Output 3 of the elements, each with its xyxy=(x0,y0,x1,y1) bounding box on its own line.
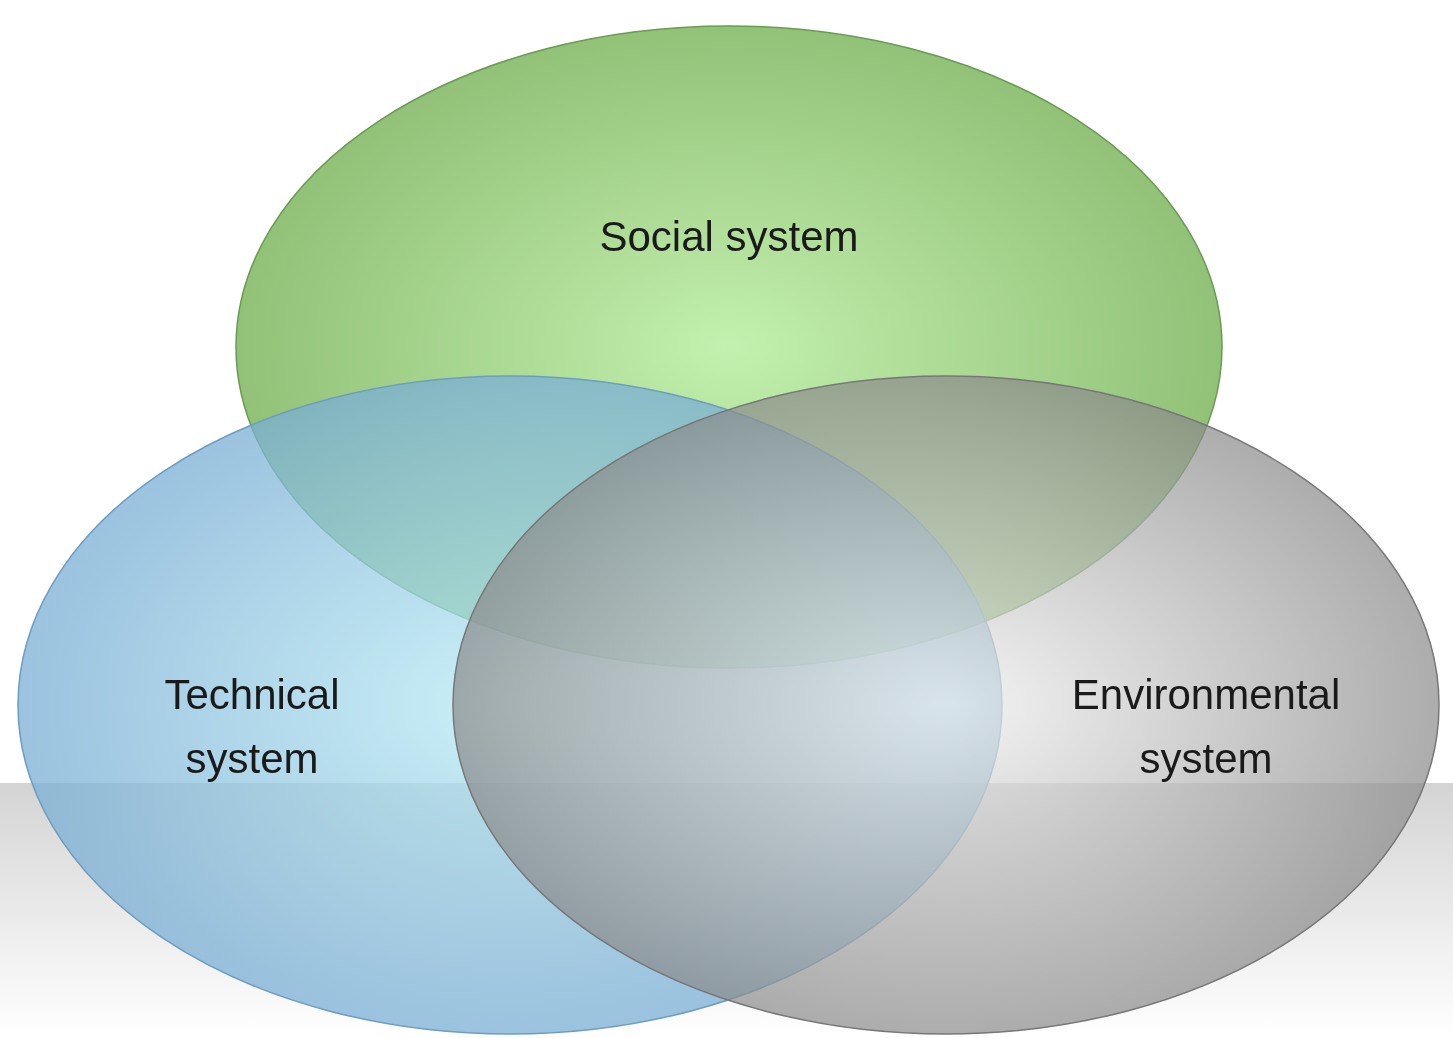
set-label: Technical system xyxy=(163,670,341,784)
set-label: Environmental system xyxy=(1070,670,1342,784)
set-label: Social system xyxy=(598,212,860,262)
